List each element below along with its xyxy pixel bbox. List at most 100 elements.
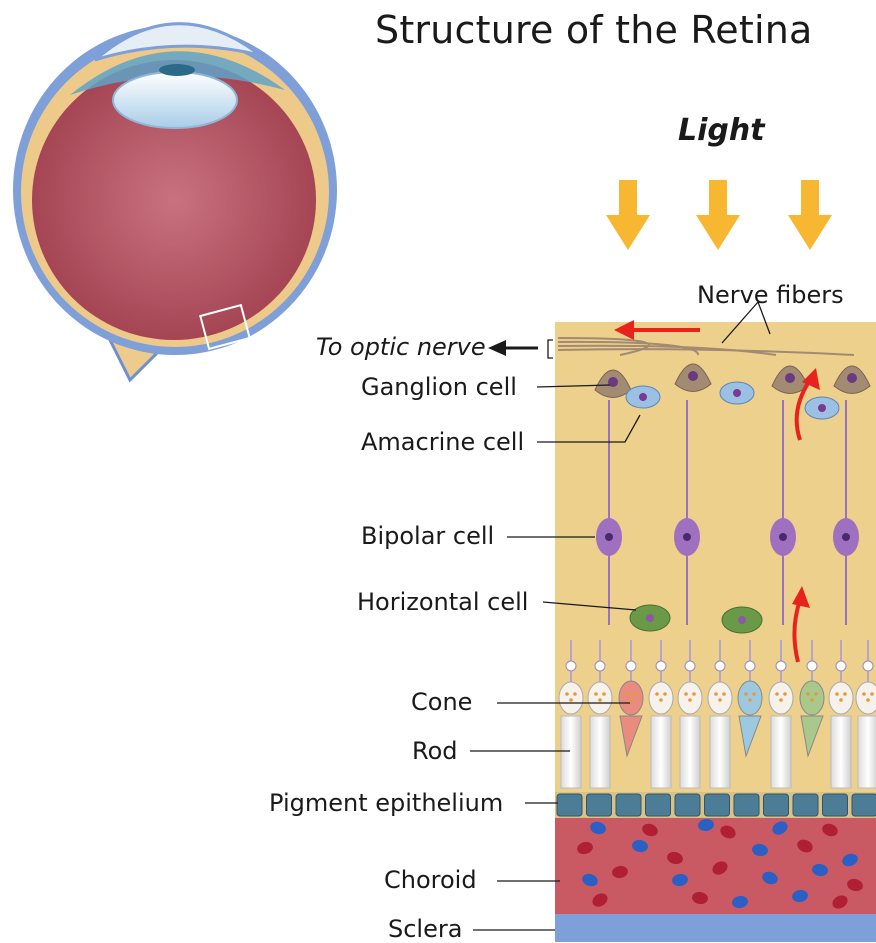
receptor-granule (594, 692, 598, 696)
receptor-granule (602, 692, 606, 696)
label-rod: Rod (412, 737, 458, 765)
receptor-granule (688, 698, 692, 702)
cone-cell (619, 681, 643, 715)
receptor-granule (625, 692, 629, 696)
light-arrow-icon (788, 180, 832, 250)
receptor-granule (862, 692, 866, 696)
pigment-cell (646, 794, 671, 816)
receptor-terminal (656, 661, 666, 671)
rod-outer-segment (858, 716, 876, 788)
label-optic-nerve: To optic nerve (316, 333, 486, 361)
pigment-cell (734, 794, 759, 816)
pigment-cell (705, 794, 730, 816)
receptor-granule (783, 692, 787, 696)
label-pigment-epithelium: Pigment epithelium (269, 789, 503, 817)
rod-outer-segment (590, 716, 610, 788)
rod-outer-segment (831, 716, 851, 788)
pigment-cell (675, 794, 700, 816)
retina-section (555, 320, 876, 942)
receptor-granule (810, 698, 814, 702)
receptor-granule (692, 692, 696, 696)
rod-cell-body (559, 682, 583, 714)
pigment-cell (764, 794, 789, 816)
light-arrows (606, 180, 832, 250)
rod-outer-segment (771, 716, 791, 788)
receptor-granule (744, 692, 748, 696)
rod-cell-body (649, 682, 673, 714)
receptor-granule (629, 698, 633, 702)
receptor-granule (718, 698, 722, 702)
receptor-granule (866, 698, 870, 702)
receptor-terminal (776, 661, 786, 671)
rod-outer-segment (561, 716, 581, 788)
eyeball-illustration (13, 24, 337, 380)
pigment-cell (557, 794, 582, 816)
receptor-granule (779, 698, 783, 702)
label-cone: Cone (411, 688, 472, 716)
receptor-granule (569, 698, 573, 702)
label-nerve-fibers: Nerve fibers (697, 281, 844, 309)
pigment-cell (616, 794, 641, 816)
receptor-granule (775, 692, 779, 696)
receptor-granule (814, 692, 818, 696)
label-amacrine-cell: Amacrine cell (361, 428, 524, 456)
receptor-terminal (745, 661, 755, 671)
label-sclera: Sclera (388, 915, 462, 943)
pigment-cell (587, 794, 612, 816)
pigment-cell (852, 794, 876, 816)
pigment-cells (557, 794, 876, 816)
cone-cell (738, 681, 762, 715)
amacrine-nucleus (818, 404, 826, 412)
receptor-terminal (595, 661, 605, 671)
receptor-terminal (863, 661, 873, 671)
receptor-granule (714, 692, 718, 696)
rod-outer-segment (710, 716, 730, 788)
label-choroid: Choroid (384, 866, 477, 894)
pigment-cell (823, 794, 848, 816)
bipolar-nucleus (683, 533, 691, 541)
rod-cell-body (769, 682, 793, 714)
receptor-granule (659, 698, 663, 702)
receptor-granule (598, 698, 602, 702)
label-ganglion-cell: Ganglion cell (361, 373, 517, 401)
bipolar-nucleus (779, 533, 787, 541)
receptor-granule (573, 692, 577, 696)
rod-cell-body (856, 682, 876, 714)
light-arrow-icon (696, 180, 740, 250)
receptor-granule (748, 698, 752, 702)
receptor-terminal (715, 661, 725, 671)
label-horizontal-cell: Horizontal cell (357, 588, 528, 616)
receptor-granule (684, 692, 688, 696)
receptor-granule (565, 692, 569, 696)
receptor-terminal (626, 661, 636, 671)
receptor-terminal (566, 661, 576, 671)
light-arrow-icon (606, 180, 650, 250)
receptor-granule (722, 692, 726, 696)
receptor-granule (633, 692, 637, 696)
receptor-terminal (807, 661, 817, 671)
bipolar-nucleus (842, 533, 850, 541)
pigment-cell (793, 794, 818, 816)
receptor-granule (870, 692, 874, 696)
amacrine-nucleus (733, 389, 741, 397)
receptor-granule (843, 692, 847, 696)
optic-nerve-arrowhead (488, 340, 506, 356)
cone-cell (800, 681, 824, 715)
bipolar-nucleus (605, 533, 613, 541)
horizontal-nucleus (646, 614, 654, 622)
rod-outer-segment (680, 716, 700, 788)
horizontal-nucleus (738, 616, 746, 624)
receptor-granule (835, 692, 839, 696)
receptor-terminal (685, 661, 695, 671)
sclera-layer (555, 914, 876, 942)
label-bipolar-cell: Bipolar cell (361, 522, 494, 550)
rod-cell-body (708, 682, 732, 714)
ganglion-nucleus (785, 373, 795, 383)
rod-outer-segment (651, 716, 671, 788)
receptor-granule (806, 692, 810, 696)
rod-cell-body (678, 682, 702, 714)
receptor-granule (839, 698, 843, 702)
ganglion-nucleus (847, 373, 857, 383)
ganglion-nucleus (688, 371, 698, 381)
receptor-terminal (836, 661, 846, 671)
